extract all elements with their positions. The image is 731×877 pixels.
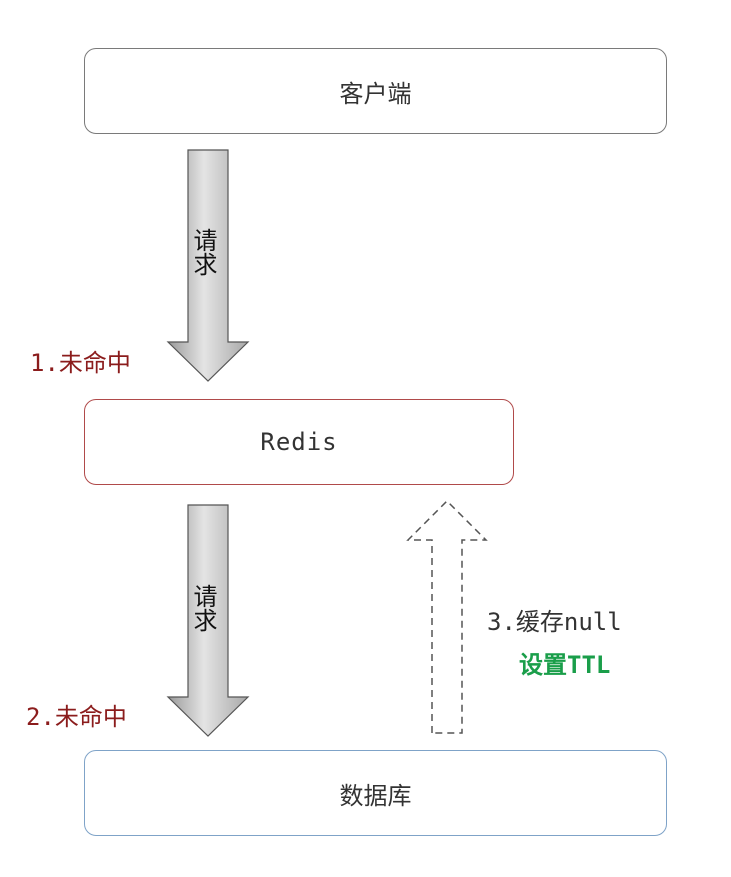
client-label: 客户端	[339, 79, 412, 108]
request-arrow-2-label: 请求	[189, 584, 217, 632]
database-node: 数据库	[84, 750, 667, 836]
database-label: 数据库	[339, 781, 412, 810]
miss-2-annotation: 2.未命中	[26, 703, 127, 731]
client-node: 客户端	[84, 48, 667, 134]
redis-label: Redis	[260, 428, 338, 456]
request-arrow-1-label: 请求	[189, 228, 217, 276]
request-arrow-1	[166, 149, 250, 382]
request-arrow-2	[166, 504, 250, 737]
cache-null-arrow	[406, 499, 488, 734]
set-ttl-annotation: 设置TTL	[519, 651, 611, 679]
cache-null-annotation: 3.缓存null	[487, 608, 622, 636]
redis-node: Redis	[84, 399, 514, 485]
miss-1-annotation: 1.未命中	[30, 349, 131, 377]
